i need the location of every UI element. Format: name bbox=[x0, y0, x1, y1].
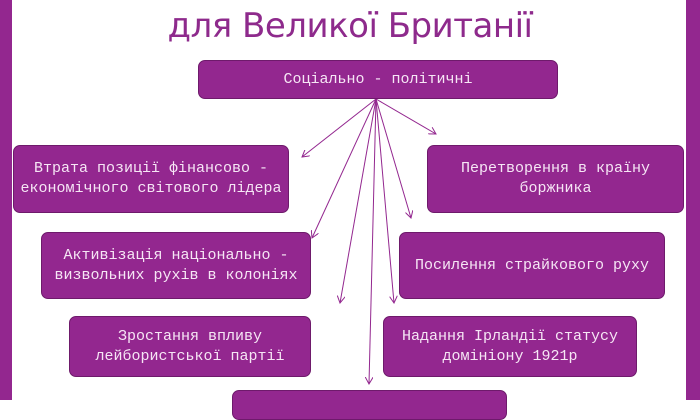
left-border bbox=[0, 0, 12, 400]
bottom-box bbox=[232, 390, 507, 420]
slide-title: для Великої Британії bbox=[167, 6, 533, 46]
arrow-to-item-4 bbox=[375, 98, 411, 218]
item-box-4: Посилення страйкового руху bbox=[399, 232, 665, 299]
connector-arrows bbox=[0, 98, 700, 400]
arrow-to-item-2 bbox=[375, 98, 436, 134]
item-box-5: Зростання впливу лейбористської партії bbox=[69, 316, 311, 377]
item-box-6: Надання Ірландії статусу домініону 1921р bbox=[383, 316, 637, 377]
arrow-to-item-3 bbox=[312, 98, 377, 238]
right-border bbox=[686, 0, 700, 400]
item-box-2: Перетворення в країну боржника bbox=[427, 145, 684, 213]
arrow-to-item-1 bbox=[302, 98, 377, 157]
arrow-to-item-5 bbox=[340, 98, 377, 303]
item-box-3: Активізація національно - визвольних рух… bbox=[41, 232, 311, 299]
arrow-to-bottom bbox=[369, 98, 377, 384]
item-box-1: Втрата позиції фінансово - економічного … bbox=[13, 145, 289, 213]
arrow-to-item-6 bbox=[375, 98, 394, 303]
root-box: Соціально - політичні bbox=[198, 60, 558, 99]
